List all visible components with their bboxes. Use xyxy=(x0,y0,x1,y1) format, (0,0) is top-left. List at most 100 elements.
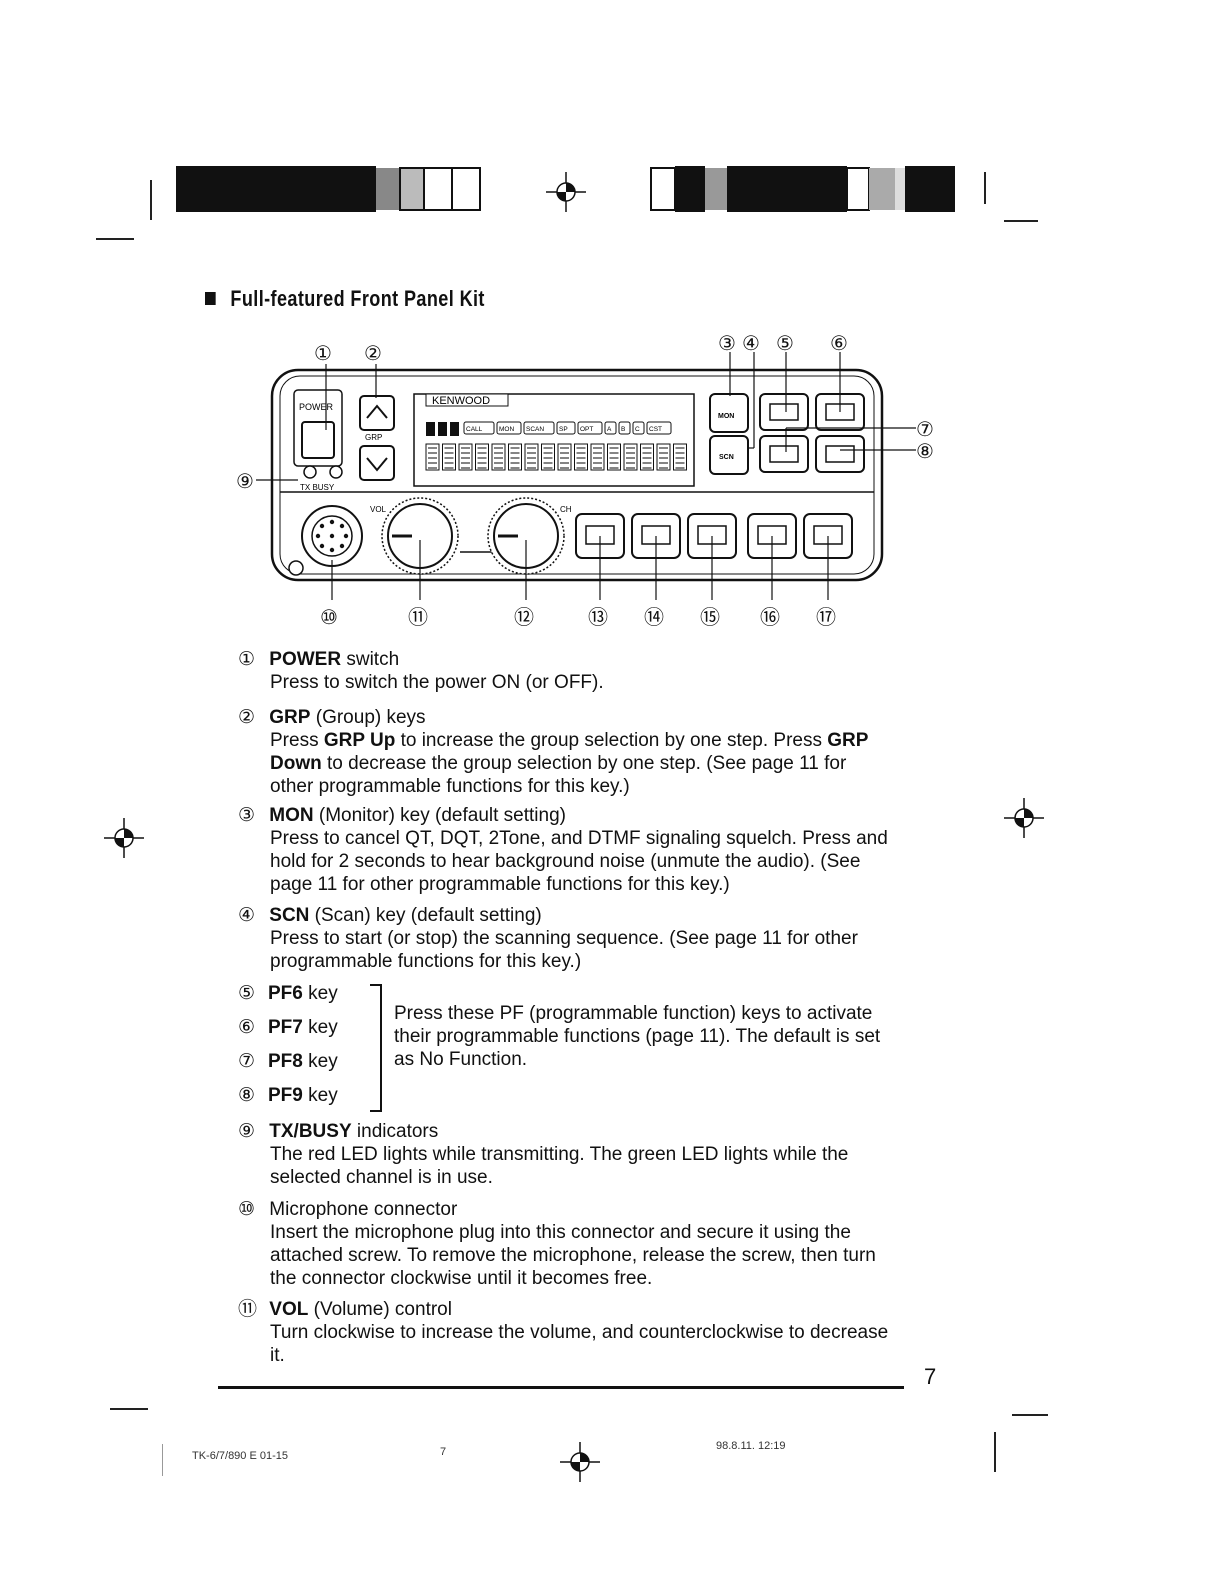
page-number: 7 xyxy=(924,1364,937,1389)
lcd-segment-char xyxy=(508,443,522,471)
item-scn: ④ SCN (Scan) key (default setting) Press… xyxy=(238,904,938,973)
lcd-segment-char xyxy=(590,443,605,471)
item-number: ④ xyxy=(238,905,256,926)
crop-mark xyxy=(994,1432,996,1472)
item-body-line: The red LED lights while transmitting. T… xyxy=(270,1144,849,1165)
lcd-digit xyxy=(426,422,435,436)
text-run-bold: GRP xyxy=(827,730,869,751)
item-title: PF7 xyxy=(268,1017,303,1038)
lcd-indicator-label: CALL xyxy=(466,426,483,433)
pf6-key[interactable] xyxy=(759,393,809,431)
ch-panel-label: CH xyxy=(560,505,572,514)
item-mon: ③ MON (Monitor) key (default setting) Pr… xyxy=(238,804,938,896)
item-title-rest: (Scan) key (default setting) xyxy=(309,905,542,926)
lcd-segment-char xyxy=(442,443,456,471)
item-body-line: Turn clockwise to increase the volume, a… xyxy=(270,1322,889,1343)
vol-panel-label: VOL xyxy=(370,505,387,514)
scn-key[interactable] xyxy=(709,435,749,475)
item-body-line: Press to switch the power ON (or OFF). xyxy=(270,672,604,693)
pf9-key[interactable] xyxy=(815,435,865,473)
pf-description-line: their programmable functions (page 11). … xyxy=(394,1026,881,1047)
lcd-indicator-box xyxy=(618,421,631,435)
text-run: to increase the group selection by one s… xyxy=(395,730,828,751)
item-title: MON xyxy=(269,805,314,826)
item-body-line: Press to cancel QT, DQT, 2Tone, and DTMF… xyxy=(270,828,888,849)
item-number: ⑦ xyxy=(238,1051,256,1072)
mon-key[interactable] xyxy=(709,393,749,433)
callout-5: ⑤ xyxy=(776,333,794,355)
item-title-rest: key xyxy=(302,1017,338,1038)
item-title: PF6 xyxy=(268,983,303,1004)
callout-4: ④ xyxy=(742,333,760,355)
pf-description: Press these PF (programmable function) k… xyxy=(394,1002,934,1071)
item-body-line: the connector clockwise until it becomes… xyxy=(270,1268,653,1289)
lcd-indicator-box xyxy=(604,421,617,435)
text-run-bold: GRP Up xyxy=(323,730,396,751)
grp-up-key[interactable] xyxy=(359,395,395,431)
item-body-line: Press GRP Up to increase the group selec… xyxy=(238,729,938,752)
item-title-rest: Microphone connector xyxy=(269,1199,458,1220)
lcd-segment-char xyxy=(623,443,638,471)
callout-7: ⑦ xyxy=(916,419,934,441)
item-title-rest: key xyxy=(302,983,338,1004)
callout-1: ① xyxy=(314,343,332,365)
lcd-segment-char xyxy=(640,443,654,471)
item-title-rest: (Volume) control xyxy=(308,1299,452,1320)
callout-10: ⑩ xyxy=(320,607,338,629)
item-title: POWER xyxy=(269,649,342,670)
footer-page: 7 xyxy=(440,1446,447,1458)
item-power: ① POWER switch Press to switch the power… xyxy=(238,648,938,694)
item-title: PF8 xyxy=(268,1051,303,1072)
pf8-key[interactable] xyxy=(759,435,809,473)
item-title-rest: key xyxy=(302,1051,338,1072)
callout-9: ⑨ xyxy=(236,471,254,493)
item-body-line: it. xyxy=(270,1345,285,1366)
item-title-rest: (Monitor) key (default setting) xyxy=(313,805,566,826)
lcd-indicator-label: SP xyxy=(559,426,568,433)
lcd-segment-char xyxy=(673,443,687,471)
crop-mark xyxy=(150,180,152,220)
section-heading-text: Full-featured Front Panel Kit xyxy=(230,286,485,311)
item-vol: ⑪ VOL (Volume) control Turn clockwise to… xyxy=(238,1298,938,1367)
item-title: TX/BUSY xyxy=(269,1121,352,1142)
section-heading: Full-featured Front Panel Kit xyxy=(205,286,485,312)
callout-13: ⑬ xyxy=(588,606,608,629)
pf-description-line: as No Function. xyxy=(394,1049,528,1070)
bullet-square-icon xyxy=(205,291,216,305)
lcd-indicator-label: B xyxy=(621,426,625,433)
callout-15: ⑮ xyxy=(700,606,720,629)
lcd-segment-char xyxy=(656,443,671,471)
lcd-indicator-box xyxy=(577,421,603,435)
registration-target-icon xyxy=(546,172,586,212)
item-body-line: Insert the microphone plug into this con… xyxy=(270,1222,851,1243)
lcd-indicator-box xyxy=(523,421,555,435)
lcd-segment-char xyxy=(557,443,572,471)
item-title: SCN xyxy=(269,905,310,926)
lcd-segment-char xyxy=(491,443,506,471)
crop-mark xyxy=(96,238,134,240)
item-body-line: Press to start (or stop) the scanning se… xyxy=(270,928,858,949)
item-number: ⑥ xyxy=(238,1017,256,1038)
crop-mark xyxy=(1004,220,1038,222)
lcd-segment-char xyxy=(574,443,588,471)
callout-3: ③ xyxy=(718,333,736,355)
item-number: ② xyxy=(238,707,256,728)
lcd-indicator-box xyxy=(646,421,672,435)
lcd-indicator-box xyxy=(496,421,522,435)
pf8-item: ⑦ PF8 key xyxy=(238,1050,338,1078)
item-number: ⑪ xyxy=(238,1299,258,1320)
lcd-indicator-label: CST xyxy=(649,426,662,433)
page-rule xyxy=(218,1386,904,1389)
item-number: ⑤ xyxy=(238,983,256,1004)
lcd-segment-char xyxy=(541,443,555,471)
lcd-indicator-label: C xyxy=(635,426,640,433)
item-title-rest: key xyxy=(302,1085,338,1106)
item-title-rest: (Group) keys xyxy=(310,707,426,728)
lcd-indicator-box xyxy=(556,421,576,435)
power-switch[interactable] xyxy=(301,421,335,459)
item-body-line: page 11 for other programmable functions… xyxy=(270,874,730,895)
grp-down-key[interactable] xyxy=(359,445,395,481)
pf-description-line: Press these PF (programmable function) k… xyxy=(394,1003,873,1024)
tx-led xyxy=(303,465,317,479)
